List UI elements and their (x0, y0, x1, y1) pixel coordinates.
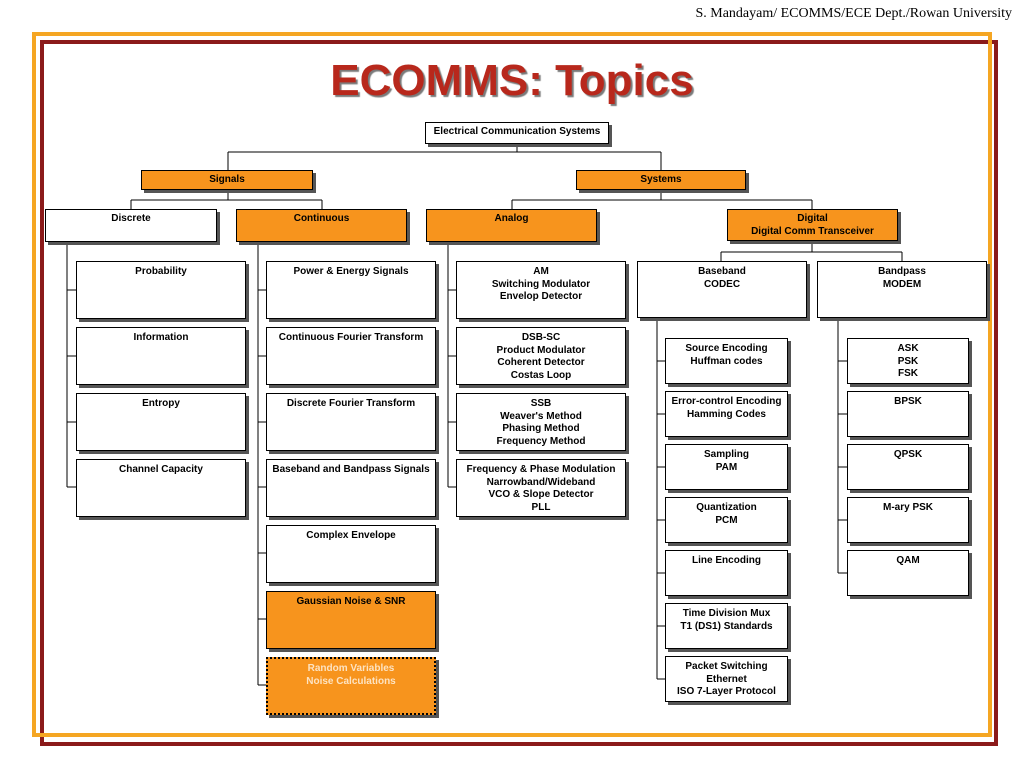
baseband-label-line1: Baseband (698, 266, 746, 277)
tdm-line2: T1 (DS1) Standards (680, 620, 773, 632)
continuous-item-baseband-bandpass: Baseband and Bandpass Signals (266, 459, 436, 517)
digital-label-line2: Digital Comm Transceiver (751, 225, 874, 237)
quantization-line1: Quantization (696, 502, 757, 513)
continuous-item-random-variables: Random Variables Noise Calculations (266, 657, 436, 715)
continuous-item-complex-envelope: Complex Envelope (266, 525, 436, 583)
tdm-line1: Time Division Mux (682, 608, 771, 619)
discrete-item-channel-capacity: Channel Capacity (76, 459, 246, 517)
bandpass-item-bpsk: BPSK (847, 391, 969, 437)
packet-switching-line1: Packet Switching (685, 661, 768, 672)
discrete-item-probability: Probability (76, 261, 246, 319)
analog-item-fm-pm: Frequency & Phase Modulation Narrowband/… (456, 459, 626, 517)
baseband-item-quantization: Quantization PCM (665, 497, 788, 543)
continuous-item-power-energy: Power & Energy Signals (266, 261, 436, 319)
random-variables-line1: Random Variables (307, 663, 395, 674)
fsk-line: FSK (898, 368, 918, 379)
discrete-item-information: Information (76, 327, 246, 385)
baseband-label-line2: CODEC (703, 278, 741, 290)
error-control-line2: Hamming Codes (687, 408, 766, 420)
continuous-item-dft: Discrete Fourier Transform (266, 393, 436, 451)
bandpass-label-line1: Bandpass (878, 266, 926, 277)
error-control-line1: Error-control Encoding (671, 396, 782, 407)
root-box: Electrical Communication Systems (425, 122, 609, 144)
analog-am-line3: Envelop Detector (499, 291, 583, 302)
sampling-line1: Sampling (703, 449, 749, 460)
digital-box: Digital Digital Comm Transceiver (727, 209, 898, 241)
slide-frame-shadow (40, 40, 998, 746)
analog-dsb-line4: Costas Loop (510, 369, 572, 381)
signals-box: Signals (141, 170, 313, 190)
analog-am-line2: Switching Modulator (491, 278, 591, 290)
baseband-item-tdm: Time Division Mux T1 (DS1) Standards (665, 603, 788, 649)
baseband-item-source-encoding: Source Encoding Huffman codes (665, 338, 788, 384)
baseband-item-line-encoding: Line Encoding (665, 550, 788, 596)
sampling-line2: PAM (715, 461, 738, 473)
slide-frame (32, 32, 992, 737)
analog-fm-line4: PLL (531, 501, 551, 513)
analog-ssb-line3: Phasing Method (502, 423, 580, 434)
baseband-box: Baseband CODEC (637, 261, 807, 318)
slide-credit: S. Mandayam/ ECOMMS/ECE Dept./Rowan Univ… (695, 6, 1012, 21)
bandpass-box: Bandpass MODEM (817, 261, 987, 318)
discrete-box: Discrete (45, 209, 217, 242)
baseband-item-sampling: Sampling PAM (665, 444, 788, 490)
analog-am-line1: AM (533, 266, 549, 277)
quantization-line2: PCM (715, 514, 738, 526)
digital-label-line1: Digital (797, 213, 828, 224)
analog-dsb-line3: Coherent Detector (497, 357, 585, 368)
analog-item-am: AM Switching Modulator Envelop Detector (456, 261, 626, 319)
continuous-item-gaussian-noise: Gaussian Noise & SNR (266, 591, 436, 649)
bandpass-item-mary-psk: M-ary PSK (847, 497, 969, 543)
slide-title: ECOMMS: Topics (330, 56, 694, 105)
bandpass-item-qpsk: QPSK (847, 444, 969, 490)
psk-line: PSK (897, 355, 919, 367)
bandpass-item-ask-psk-fsk: ASK PSK FSK (847, 338, 969, 384)
bandpass-item-qam: QAM (847, 550, 969, 596)
source-encoding-line2: Huffman codes (690, 355, 763, 367)
analog-dsb-line1: DSB-SC (521, 332, 561, 343)
baseband-item-packet-switching: Packet Switching Ethernet ISO 7-Layer Pr… (665, 656, 788, 702)
analog-fm-line2: Narrowband/Wideband (486, 476, 596, 488)
analog-ssb-line2: Weaver's Method (500, 410, 582, 422)
continuous-item-cft: Continuous Fourier Transform (266, 327, 436, 385)
bandpass-label-line2: MODEM (882, 278, 922, 290)
analog-item-ssb: SSB Weaver's Method Phasing Method Frequ… (456, 393, 626, 451)
continuous-box: Continuous (236, 209, 407, 242)
analog-fm-line1: Frequency & Phase Modulation (466, 464, 616, 475)
baseband-item-error-control: Error-control Encoding Hamming Codes (665, 391, 788, 437)
discrete-item-entropy: Entropy (76, 393, 246, 451)
analog-dsb-line2: Product Modulator (496, 344, 586, 356)
packet-switching-line2: Ethernet (706, 673, 747, 685)
analog-fm-line3: VCO & Slope Detector (488, 489, 594, 500)
packet-switching-line3: ISO 7-Layer Protocol (677, 686, 776, 697)
analog-item-dsb-sc: DSB-SC Product Modulator Coherent Detect… (456, 327, 626, 385)
analog-ssb-line4: Frequency Method (496, 435, 586, 447)
analog-box: Analog (426, 209, 597, 242)
source-encoding-line1: Source Encoding (685, 343, 768, 354)
ask-line: ASK (897, 343, 919, 354)
analog-ssb-line1: SSB (530, 398, 552, 409)
random-variables-line2: Noise Calculations (306, 675, 396, 687)
systems-box: Systems (576, 170, 746, 190)
